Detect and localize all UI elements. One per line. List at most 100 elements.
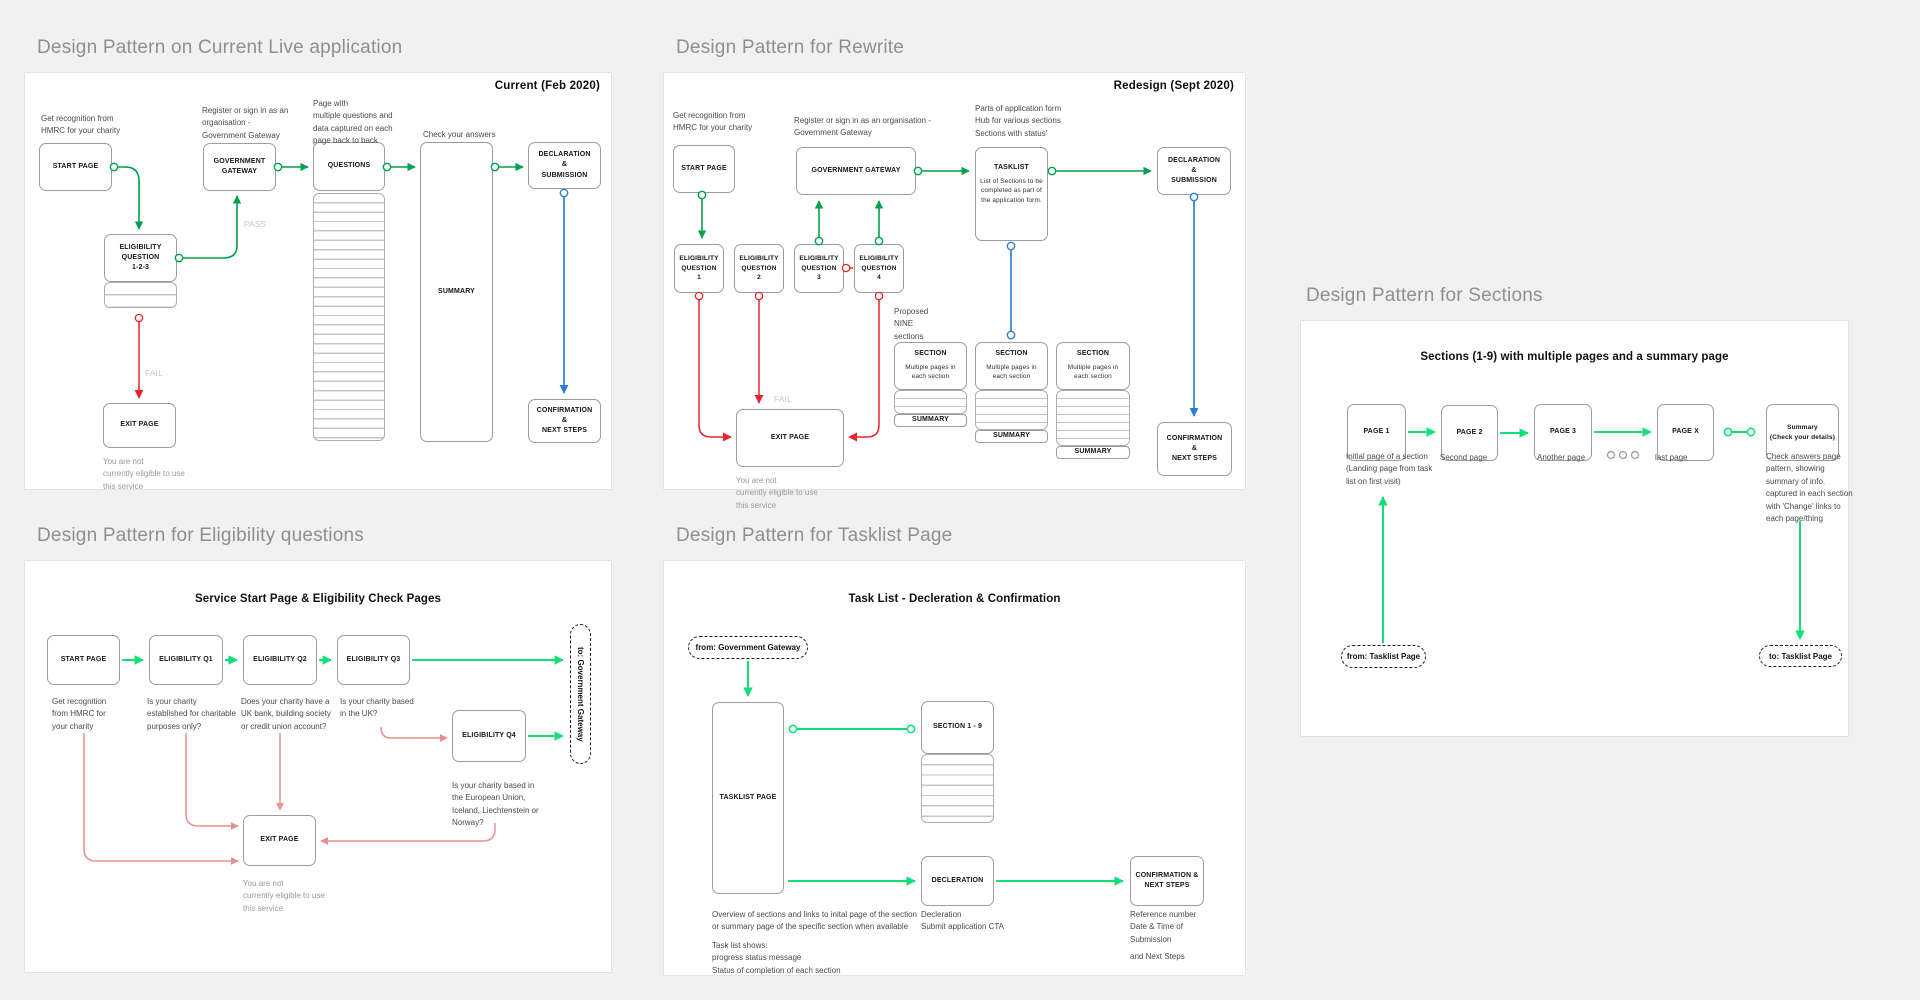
annot-exit-note: You are not currently eligible to use th…	[243, 879, 325, 913]
node-government-gateway: GOVERNMENT GATEWAY	[203, 143, 276, 191]
node-confirmation-next-steps: CONFIRMATION & NEXT STEPS	[1130, 856, 1204, 906]
panel-rewrite: Redesign (Sept 2020) Get recognition fro…	[663, 72, 1246, 510]
flow-arrows-sections	[1378, 427, 1805, 643]
node-eligibility-question-123: ELIGIBILITY QUESTION 1-2-3	[104, 234, 177, 282]
version-label-current: Current (Feb 2020)	[494, 80, 600, 92]
section-sublabel: Multiple pages in each section	[1067, 364, 1119, 381]
annot-q2: Does your charity have a UK bank, buildi…	[241, 697, 331, 731]
annot-summary: Check answers page pattern, showing summ…	[1766, 452, 1853, 523]
annot-page-3: Another page	[1537, 453, 1586, 462]
node-eligibility-q3: ELIGIBILITY Q3	[337, 635, 410, 685]
node-start-page: START PAGE	[47, 635, 120, 685]
node-eligibility-question-2: ELIGIBILITY QUESTION 2	[734, 244, 784, 293]
node-eligibility-question-1: ELIGIBILITY QUESTION 1	[674, 244, 724, 293]
node-tasklist: TASKLIST List of Sections to be complete…	[975, 147, 1048, 241]
annot-page-1: Initial page of a section (Landing page …	[1346, 452, 1433, 486]
diagram-heading: Sections (1-9) with multiple pages and a…	[1420, 351, 1729, 363]
section-sublabel: Multiple pages in each section	[905, 364, 956, 381]
node-confirmation-next-steps: CONFIRMATION & NEXT STEPS	[528, 399, 601, 443]
panel-group-eligibility: Design Pattern for Eligibility questions…	[24, 524, 612, 973]
annot-exit-note: You are not currently eligible to use th…	[103, 457, 185, 491]
node-decleration: DECLERATION	[921, 856, 994, 906]
page-title-rewrite: Design Pattern for Rewrite	[676, 37, 905, 58]
diagram-heading: Task List - Decleration & Confirmation	[848, 593, 1061, 605]
panel-group-sections: Design Pattern for Sections Sections (1-…	[1300, 284, 1853, 737]
node-start-page: START PAGE	[39, 143, 112, 191]
node-eligibility-question-3: ELIGIBILITY QUESTION 3	[794, 244, 844, 293]
page-title-sections: Design Pattern for Sections	[1306, 285, 1543, 306]
annot-page-x: last page	[1655, 453, 1688, 462]
annot-gateway: Register or sign in as an organisation -…	[794, 116, 931, 138]
node-declaration-submission: DECLARATION & SUBMISSION	[528, 142, 601, 189]
version-label-rewrite: Redesign (Sept 2020)	[1113, 80, 1234, 92]
panel-group-current: Design Pattern on Current Live applicati…	[24, 36, 612, 491]
section-label: SECTION	[995, 350, 1028, 357]
panel-sections: Sections (1-9) with multiple pages and a…	[1300, 320, 1853, 737]
annot-q1: Is your charity established for charitab…	[147, 697, 236, 731]
node-questions: QUESTIONS	[313, 142, 385, 191]
annot-tasklist-shows: Task list shows: progress status message…	[712, 941, 841, 975]
section-2-page-stack	[975, 390, 1048, 430]
section-label: SECTION	[1076, 350, 1110, 357]
node-government-gateway: GOVERNMENT GATEWAY	[796, 147, 916, 195]
diagram-heading: Service Start Page & Eligibility Check P…	[194, 593, 441, 605]
ellipsis-dot	[1630, 450, 1640, 460]
annot-exit-note: You are not currently eligible to use th…	[736, 476, 818, 510]
eligibility-card-stack	[104, 282, 177, 308]
node-section-2: SECTION Multiple pages in each section	[975, 342, 1048, 390]
ellipsis-dot	[1618, 450, 1628, 460]
section-1-page-stack	[894, 390, 967, 414]
badge-from-government-gateway: from: Government Gateway	[688, 636, 808, 659]
node-tasklist-page: TASKLIST PAGE	[712, 702, 784, 894]
annot-q3: Is your charity based in the UK?	[340, 697, 414, 719]
node-eligibility-q4: ELIGIBILITY Q4	[452, 710, 526, 762]
node-section-2-summary: SUMMARY	[975, 430, 1048, 443]
node-page-x: PAGE X	[1657, 404, 1714, 461]
node-section-3: SECTION Multiple pages in each section	[1056, 342, 1130, 390]
edge-label-fail: FAIL	[774, 395, 793, 404]
node-page-2: PAGE 2	[1441, 405, 1498, 461]
badge-from-tasklist-page: from: Tasklist Page	[1341, 645, 1426, 668]
annot-check-answers: Check your answers	[423, 130, 496, 139]
tasklist-description: List of Sections to be completed as part…	[980, 178, 1043, 204]
node-exit-page: EXIT PAGE	[103, 403, 176, 448]
edge-label-pass: PASS	[244, 220, 267, 229]
panel-group-tasklist: Design Pattern for Tasklist Page Task Li…	[663, 524, 1246, 976]
annot-next-steps: and Next Steps	[1130, 952, 1185, 961]
edge-label-fail: FAIL	[145, 369, 164, 378]
panel-current: Current (Feb 2020) Get recognition from …	[24, 72, 612, 491]
section-3-page-stack	[1056, 390, 1130, 446]
node-summary-check-details: Summary (Check your details)	[1766, 404, 1839, 461]
annot-proposed-nine-sections: Proposed NINE sections	[894, 307, 929, 341]
node-section-3-summary: SUMMARY	[1056, 446, 1130, 459]
node-confirmation-next-steps: CONFIRMATION & NEXT STEPS	[1157, 422, 1232, 476]
section-sublabel: Multiple pages in each section	[986, 364, 1037, 381]
annot-start-page: Get recognition from HMRC for your chari…	[41, 114, 121, 136]
annot-gateway: Register or sign in as an organisation -…	[202, 106, 289, 140]
node-exit-page: EXIT PAGE	[243, 815, 316, 866]
panel-tasklist: Task List - Decleration & Confirmation f…	[663, 560, 1246, 976]
page-title-tasklist: Design Pattern for Tasklist Page	[676, 525, 953, 546]
annot-tasklist: Parts of application form Hub for variou…	[975, 104, 1062, 138]
annot-tasklist-overview: Overview of sections and links to inital…	[712, 910, 917, 932]
annot-start-page: Get recognition from HMRC for your chari…	[673, 111, 753, 133]
node-section-1: SECTION Multiple pages in each section	[894, 342, 967, 390]
panel-eligibility: Service Start Page & Eligibility Check P…	[24, 560, 612, 973]
node-eligibility-q1: ELIGIBILITY Q1	[149, 635, 223, 685]
node-eligibility-question-4: ELIGIBILITY QUESTION 4	[854, 244, 904, 293]
badge-to-tasklist-page: to: Tasklist Page	[1759, 645, 1842, 667]
annot-questions: Page with multiple questions and data ca…	[313, 99, 393, 146]
page-title-current: Design Pattern on Current Live applicati…	[37, 37, 403, 58]
section-label: SECTION	[914, 350, 947, 357]
page-title-eligibility: Design Pattern for Eligibility questions	[37, 525, 364, 546]
node-eligibility-q2: ELIGIBILITY Q2	[243, 635, 317, 685]
node-exit-page: EXIT PAGE	[736, 409, 844, 467]
node-declaration-submission: DECLARATION & SUBMISSION	[1157, 147, 1231, 195]
badge-to-government-gateway: to: Government Gateway	[570, 624, 591, 764]
annot-confirmation: Reference number Date & Time of Submissi…	[1130, 910, 1197, 944]
annot-page-2: Second page	[1440, 453, 1488, 462]
node-section-1-summary: SUMMARY	[894, 414, 967, 427]
annot-decleration: Decleration Submit application CTA	[921, 910, 1004, 932]
node-section-1-9: SECTION 1 - 9	[921, 701, 994, 754]
annot-q4: Is your charity based in the European Un…	[452, 781, 539, 828]
